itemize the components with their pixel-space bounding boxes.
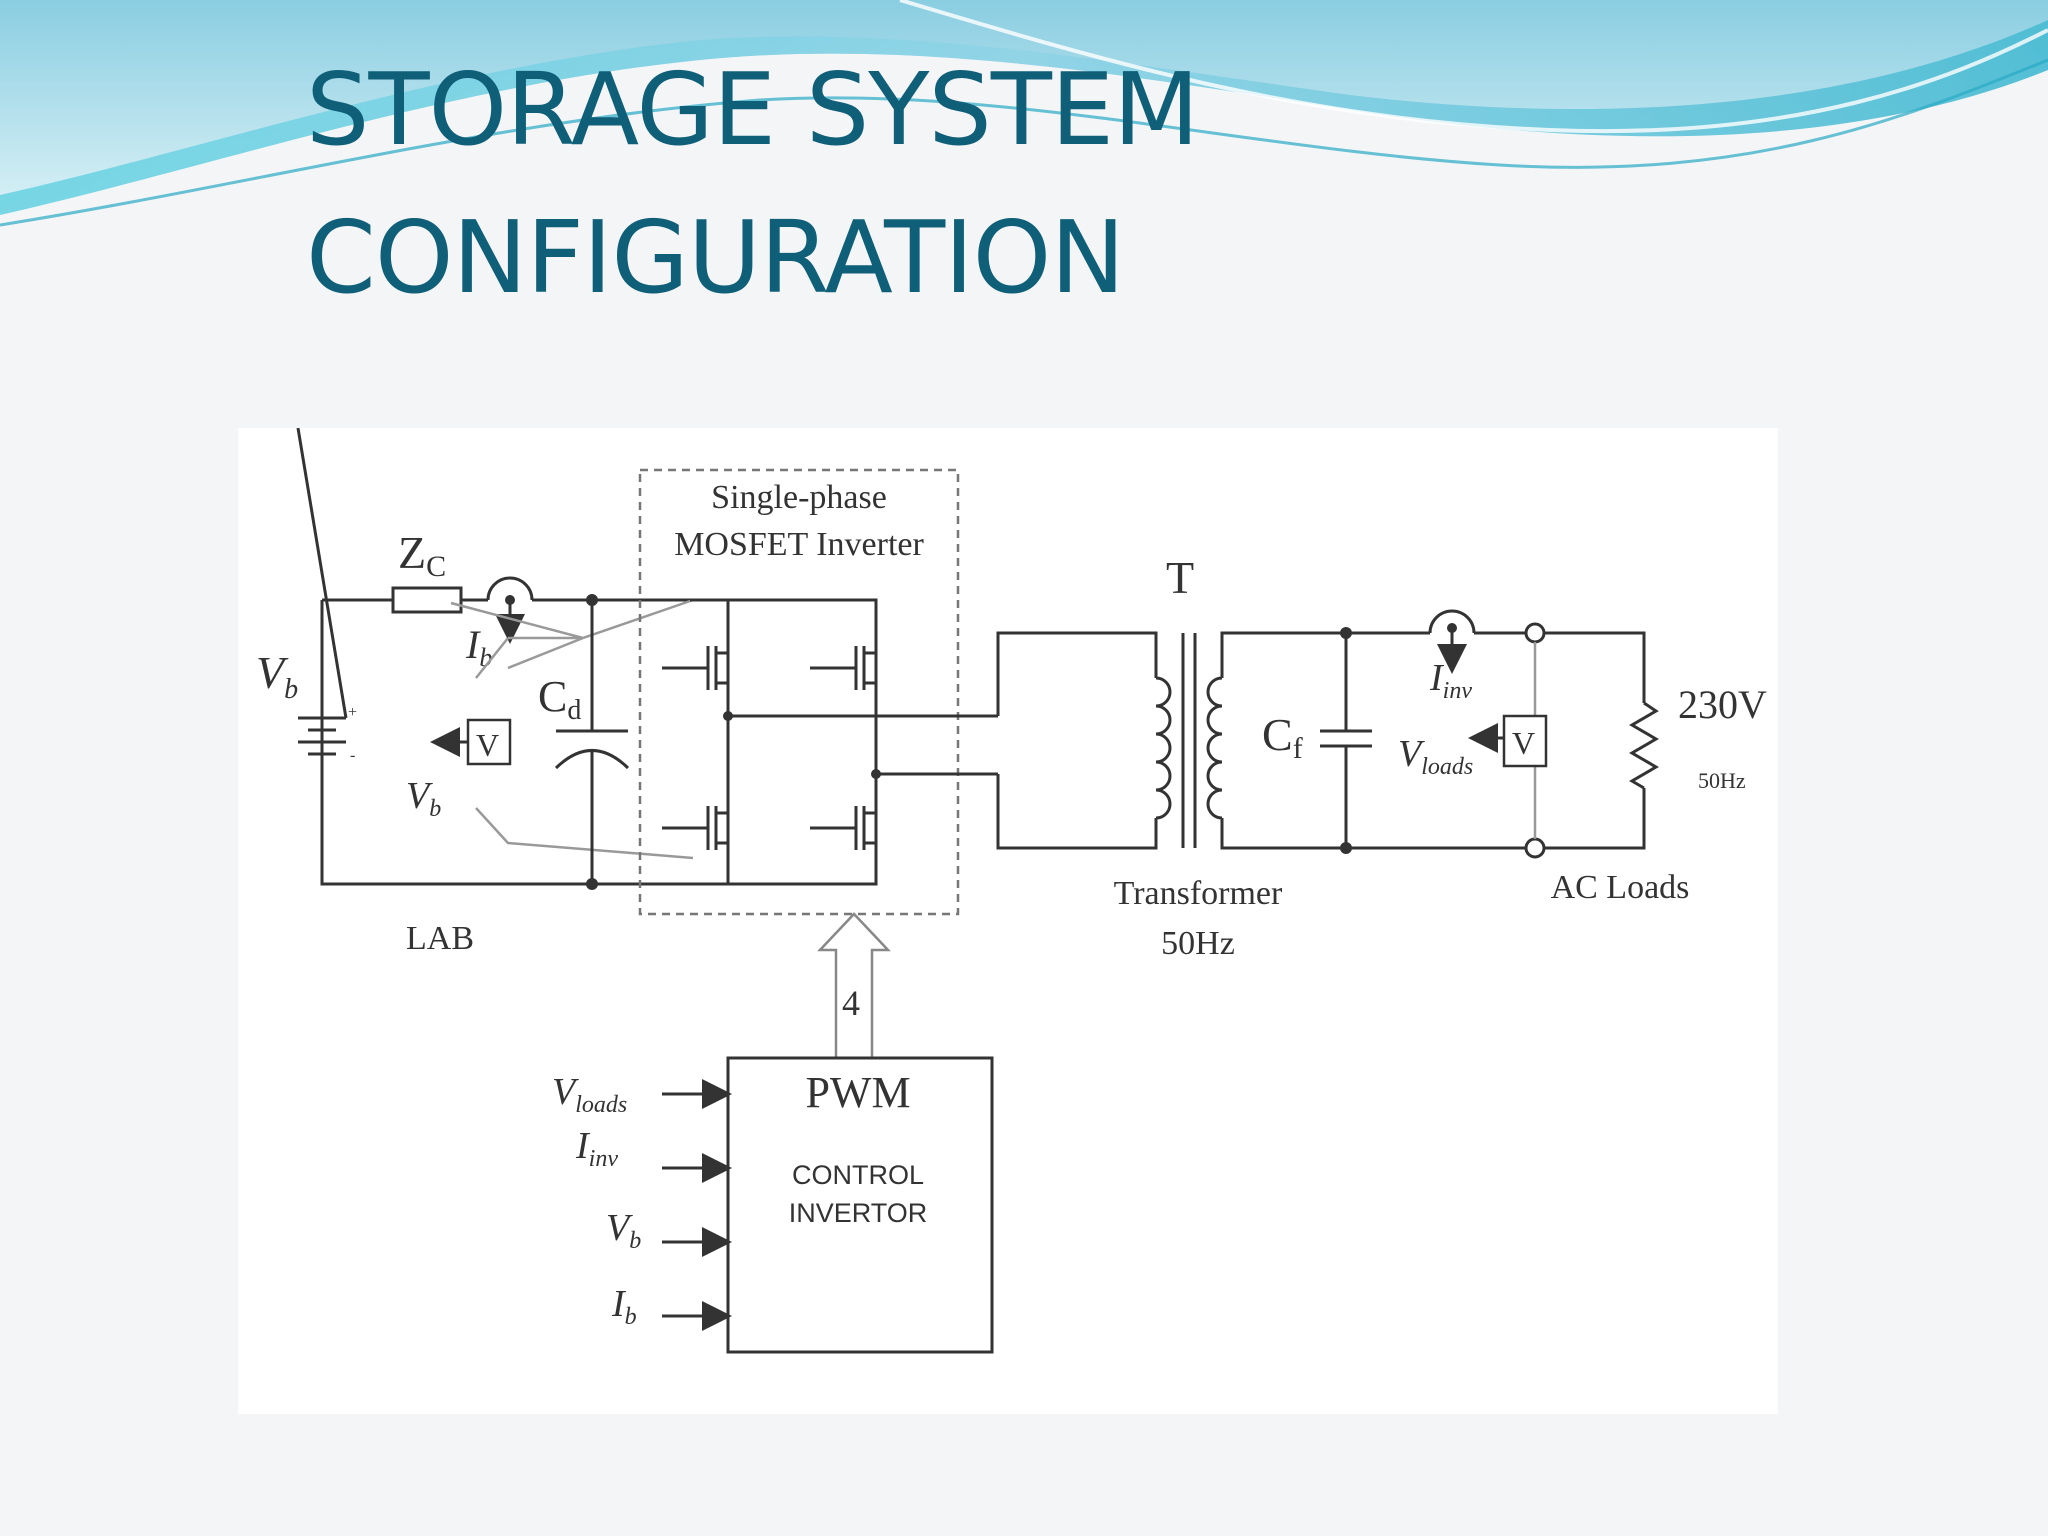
control-line-2: INVERTOR: [789, 1198, 928, 1228]
control-input-3: Vb: [606, 1207, 732, 1257]
label-load-freq: 50Hz: [1698, 768, 1746, 793]
inverter-label-1: Single-phase: [711, 479, 887, 516]
control-input-1: Vloads: [552, 1071, 732, 1118]
input-label-ib: Ib: [611, 1283, 637, 1330]
title-line-2: CONFIGURATION: [306, 199, 1125, 316]
circuit-diagram: + - Vb ZC Ib V Vb Cd LAB Single-phase MO…: [256, 428, 1767, 1354]
mosfet-2: [810, 646, 876, 690]
label-ib: Ib: [465, 622, 492, 672]
mosfet-1: [662, 646, 728, 690]
inverter-label-2: MOSFET Inverter: [674, 526, 924, 563]
wave-line: [0, 58, 2048, 227]
slide-title: STORAGE SYSTEM CONFIGURATION: [306, 36, 1806, 332]
transformer-symbol: T: [1166, 552, 1194, 603]
label-meter-vb: Vb: [406, 775, 441, 822]
control-input-2: Iinv: [575, 1125, 732, 1183]
svg-text:+: +: [348, 704, 357, 721]
wave-band: [0, 20, 2048, 215]
transformer: [996, 631, 1346, 850]
control-input-4: Ib: [611, 1283, 732, 1331]
label-vloads: Vloads: [1398, 733, 1473, 780]
transformer-label-2: 50Hz: [1161, 925, 1235, 962]
input-label-iinv: Iinv: [575, 1125, 618, 1172]
label-lab: LAB: [406, 920, 474, 957]
h-bridge: [662, 598, 998, 886]
gate-count-label: 4: [842, 983, 860, 1023]
input-label-vloads: Vloads: [552, 1071, 627, 1118]
transformer-label-1: Transformer: [1114, 875, 1283, 912]
label-vb: Vb: [256, 647, 298, 705]
title-line-1: STORAGE SYSTEM: [306, 51, 1199, 168]
label-iinv: Iinv: [1429, 657, 1472, 704]
figure-panel: [238, 428, 1778, 1414]
mosfet-4: [810, 806, 876, 850]
meter-v-label: V: [476, 727, 499, 763]
battery-circuit: + -: [296, 428, 690, 886]
control-line-1: CONTROL: [792, 1160, 924, 1190]
load-voltmeter: V: [1468, 714, 1548, 768]
label-zc: ZC: [398, 527, 446, 583]
label-load-voltage: 230V: [1678, 682, 1767, 727]
load-meter-v-label: V: [1512, 725, 1535, 761]
capacitor-cf: [1320, 627, 1372, 854]
wave-line-2: [899, 0, 2048, 134]
wave-top: [0, 0, 2048, 215]
label-ac-loads: AC Loads: [1551, 869, 1690, 906]
svg-text:-: -: [350, 747, 355, 764]
label-cd: Cd: [538, 672, 581, 726]
battery-voltmeter: V: [430, 598, 694, 860]
pwm-control-block: [726, 1056, 994, 1354]
mosfet-3: [662, 806, 728, 850]
gate-signal-arrow: [817, 912, 891, 1058]
input-label-vb: Vb: [606, 1207, 641, 1254]
battery-symbol: [296, 428, 348, 719]
label-cf: Cf: [1262, 709, 1303, 765]
load-resistor: [1629, 701, 1659, 790]
current-sensor-iinv: [1437, 623, 1467, 674]
inverter-box: [638, 468, 960, 916]
impedance-zc: [391, 586, 463, 614]
ac-output-wiring: [1346, 609, 1659, 859]
pwm-label: PWM: [805, 1068, 910, 1117]
capacitor-cd: [554, 594, 630, 890]
